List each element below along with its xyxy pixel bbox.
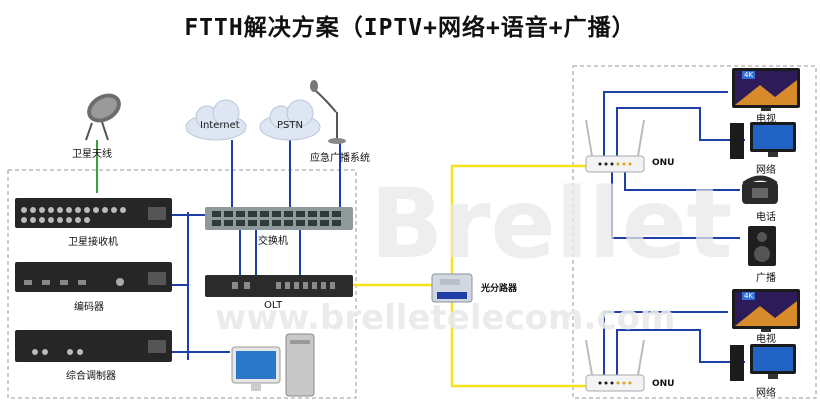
headend-links [172, 140, 341, 360]
internet-label: Internet [200, 120, 240, 131]
onu-bottom-label: ONU [652, 379, 675, 389]
phone-label: 电话 [756, 212, 776, 223]
tv-bottom-label: 电视 [756, 334, 776, 345]
integrated-modulator-device [15, 330, 172, 362]
pstn-label: PSTN [277, 120, 303, 131]
switch-device [205, 207, 353, 230]
network-bottom-label: 网络 [756, 388, 776, 399]
onu-top-label: ONU [652, 158, 675, 168]
pstn-cloud-icon [259, 99, 321, 141]
internet-cloud-icon [185, 99, 247, 141]
emergency-broadcast-label: 应急广播系统 [310, 153, 370, 164]
integrated-modulator-label: 综合调制器 [66, 371, 116, 382]
tv-top-badge: 4K [742, 71, 756, 79]
watermark-brand: Brellet [370, 168, 733, 280]
switch-label: 交换机 [258, 236, 288, 247]
pc-bottom-icon [730, 344, 796, 381]
encoder-device [15, 262, 172, 292]
encoder-label: 编码器 [74, 302, 104, 313]
satellite-antenna-label: 卫星天线 [72, 149, 112, 160]
network-top-label: 网络 [756, 165, 776, 176]
speaker-icon [748, 226, 776, 266]
pc-top-icon [730, 122, 796, 159]
subscriber-dashed-box [572, 65, 817, 399]
splitter-label: 光分路器 [481, 284, 518, 294]
subscriber-links [603, 91, 745, 375]
olt-label: OLT [264, 300, 283, 311]
tv-top-label: 电视 [756, 114, 776, 125]
onu-bottom-device [585, 339, 645, 392]
satellite-receiver-device [15, 198, 172, 228]
satellite-receiver-label: 卫星接收机 [68, 237, 118, 248]
satellite-dish-icon [85, 93, 121, 141]
computer-icon [231, 333, 315, 397]
watermark-url: www.brelletelecom.com [215, 298, 676, 338]
splitter-device [431, 273, 473, 303]
broadcast-label: 广播 [756, 273, 776, 284]
telephone-icon [742, 175, 778, 204]
onu-top-device [585, 119, 645, 173]
microphone-icon [310, 80, 346, 144]
olt-device [205, 275, 353, 297]
tv-bottom-badge: 4K [742, 292, 756, 300]
diagram-title: FTTH解决方案（IPTV+网络+语音+广播） [184, 15, 636, 41]
